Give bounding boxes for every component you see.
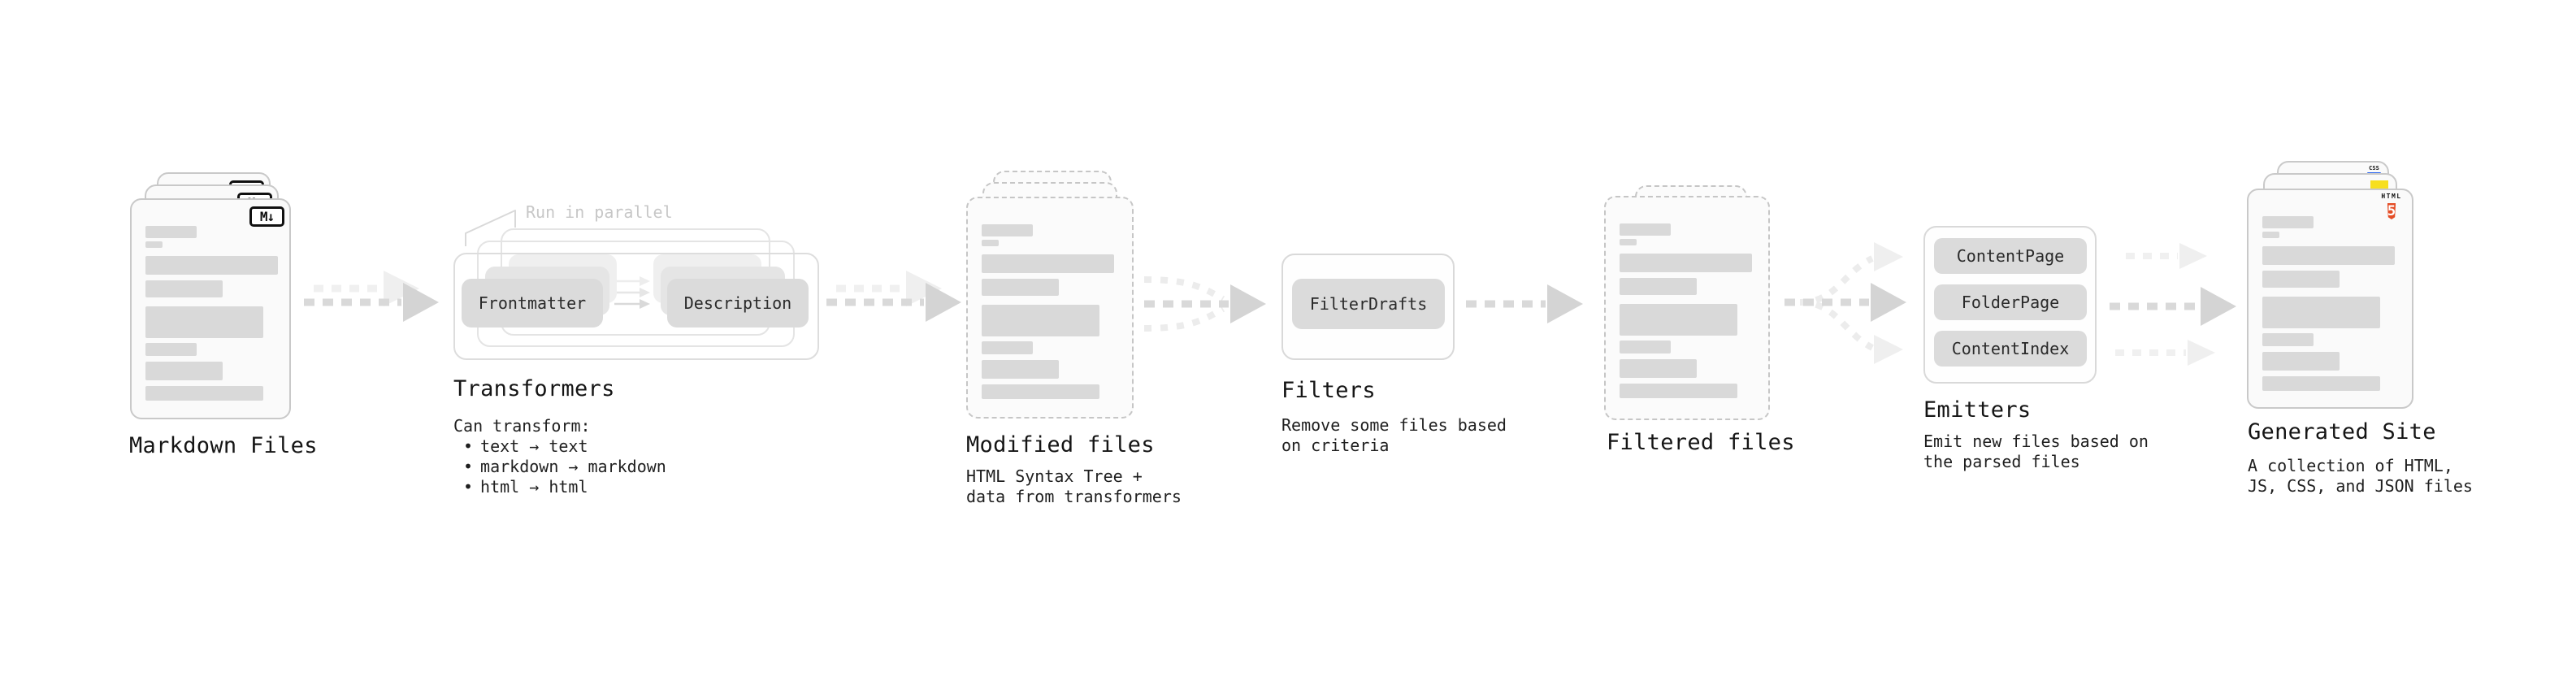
bullet-item: •html → html (463, 477, 588, 497)
stage-title-transformers: Transformers (453, 376, 615, 401)
contentindex-pill: ContentIndex (1934, 331, 2087, 367)
frontmatter-pill: Frontmatter (462, 279, 603, 327)
js-icon (2370, 180, 2388, 189)
modified-file-card-front (966, 197, 1134, 419)
transform-bullet-list: •text → text •markdown → markdown •html … (455, 436, 666, 497)
bullet-item: •markdown → markdown (463, 457, 666, 476)
transformer-box-front (453, 253, 819, 360)
html5-icon: HTML 5 (2381, 193, 2402, 219)
contentpage-pill: ContentPage (1934, 238, 2087, 274)
generated-file-card-front: HTML 5 (2247, 189, 2413, 409)
filters-description: Remove some files based on criteria (1281, 415, 1507, 455)
markdown-icon: M↓ (249, 206, 284, 227)
modified-files-description: HTML Syntax Tree + data from transformer… (966, 466, 1182, 506)
stage-title-filters: Filters (1281, 378, 1376, 403)
stage-title-generated-site: Generated Site (2248, 419, 2436, 445)
arrow-transformers-to-modified (826, 271, 961, 322)
arrow-filtered-to-emitters (1785, 242, 1906, 364)
transformers-subtitle: Can transform: (453, 416, 591, 436)
folderpage-pill: FolderPage (1934, 284, 2087, 320)
generated-site-description: A collection of HTML, JS, CSS, and JSON … (2248, 456, 2473, 496)
run-in-parallel-annotation: Run in parallel (526, 202, 673, 222)
arrow-modified-to-filters (1143, 276, 1266, 332)
markdown-file-card-front: M↓ (130, 198, 291, 419)
stage-title-emitters: Emitters (1923, 397, 2032, 423)
bullet-item: •text → text (463, 436, 588, 456)
arrow-filters-to-filtered (1466, 284, 1583, 323)
stage-title-markdown-files: Markdown Files (129, 433, 318, 458)
emitters-description: Emit new files based on the parsed files (1923, 432, 2149, 471)
filterdrafts-pill: FilterDrafts (1292, 279, 1445, 329)
description-pill: Description (667, 279, 809, 327)
filtered-file-card-front (1604, 196, 1770, 420)
arrow-emitters-to-generated (2110, 243, 2236, 366)
stage-title-filtered-files: Filtered files (1607, 430, 1795, 455)
arrow-markdown-to-transformers (304, 271, 439, 322)
stage-title-modified-files: Modified files (966, 432, 1155, 458)
